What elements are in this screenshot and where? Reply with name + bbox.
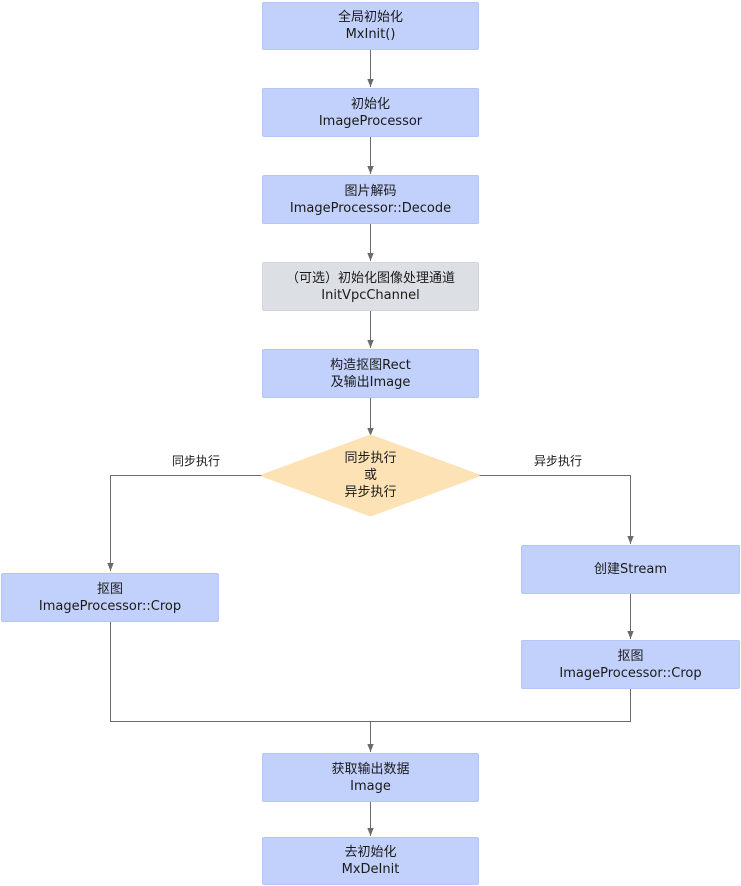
node-decode-title: 图片解码 bbox=[344, 183, 397, 199]
node-get-output-title: 获取输出数据 bbox=[331, 761, 410, 777]
decision-line3: 异步执行 bbox=[344, 485, 397, 500]
node-vpc-channel-code: InitVpcChannel bbox=[321, 287, 420, 303]
node-build-rect-line2: 及输出Image bbox=[330, 374, 411, 390]
decision-diamond bbox=[261, 434, 480, 517]
node-mxinit-code: MxInit() bbox=[345, 27, 396, 42]
node-mxinit: 全局初始化 MxInit() bbox=[262, 2, 479, 50]
edge-crop-sync-merge bbox=[110, 622, 371, 722]
node-build-rect: 构造抠图Rect 及输出Image bbox=[262, 349, 479, 398]
node-crop-sync-title: 抠图 bbox=[96, 581, 123, 597]
node-get-output-code: Image bbox=[350, 778, 391, 794]
node-crop-sync-code: ImageProcessor::Crop bbox=[38, 598, 182, 614]
decision-line1: 同步执行 bbox=[344, 451, 397, 466]
node-mxinit-title: 全局初始化 bbox=[337, 10, 403, 25]
node-init-processor-title: 初始化 bbox=[350, 96, 390, 112]
node-decode-code: ImageProcessor::Decode bbox=[289, 200, 452, 216]
node-crop-async-code: ImageProcessor::Crop bbox=[559, 665, 702, 681]
node-create-stream-title: 创建Stream bbox=[593, 562, 668, 577]
node-crop-sync: 抠图 ImageProcessor::Crop bbox=[1, 573, 219, 622]
decision-line2: 或 bbox=[363, 468, 377, 483]
node-crop-async: 抠图 ImageProcessor::Crop bbox=[521, 640, 740, 689]
node-decode: 图片解码 ImageProcessor::Decode bbox=[262, 175, 479, 224]
edge-crop-async-merge bbox=[370, 689, 631, 722]
edge-decision-sync bbox=[107, 475, 263, 571]
node-deinit: 去初始化 MxDeInit bbox=[262, 837, 479, 885]
node-deinit-title: 去初始化 bbox=[344, 845, 397, 860]
node-init-processor: 初始化 ImageProcessor bbox=[262, 88, 479, 137]
node-deinit-code: MxDeInit bbox=[341, 862, 400, 877]
node-vpc-channel: （可选）初始化图像处理通道 InitVpcChannel bbox=[262, 262, 479, 311]
node-build-rect-line1: 构造抠图Rect bbox=[330, 357, 411, 373]
decision-text: 同步执行 或 异步执行 bbox=[300, 448, 441, 503]
label-async: 异步执行 bbox=[534, 454, 583, 468]
edge-decision-async bbox=[478, 475, 634, 544]
node-crop-async-title: 抠图 bbox=[617, 648, 644, 664]
node-get-output: 获取输出数据 Image bbox=[262, 753, 479, 802]
node-create-stream: 创建Stream bbox=[521, 545, 740, 594]
node-init-processor-code: ImageProcessor bbox=[318, 113, 423, 129]
node-vpc-channel-title: （可选）初始化图像处理通道 bbox=[285, 270, 455, 286]
label-sync: 同步执行 bbox=[172, 454, 221, 468]
